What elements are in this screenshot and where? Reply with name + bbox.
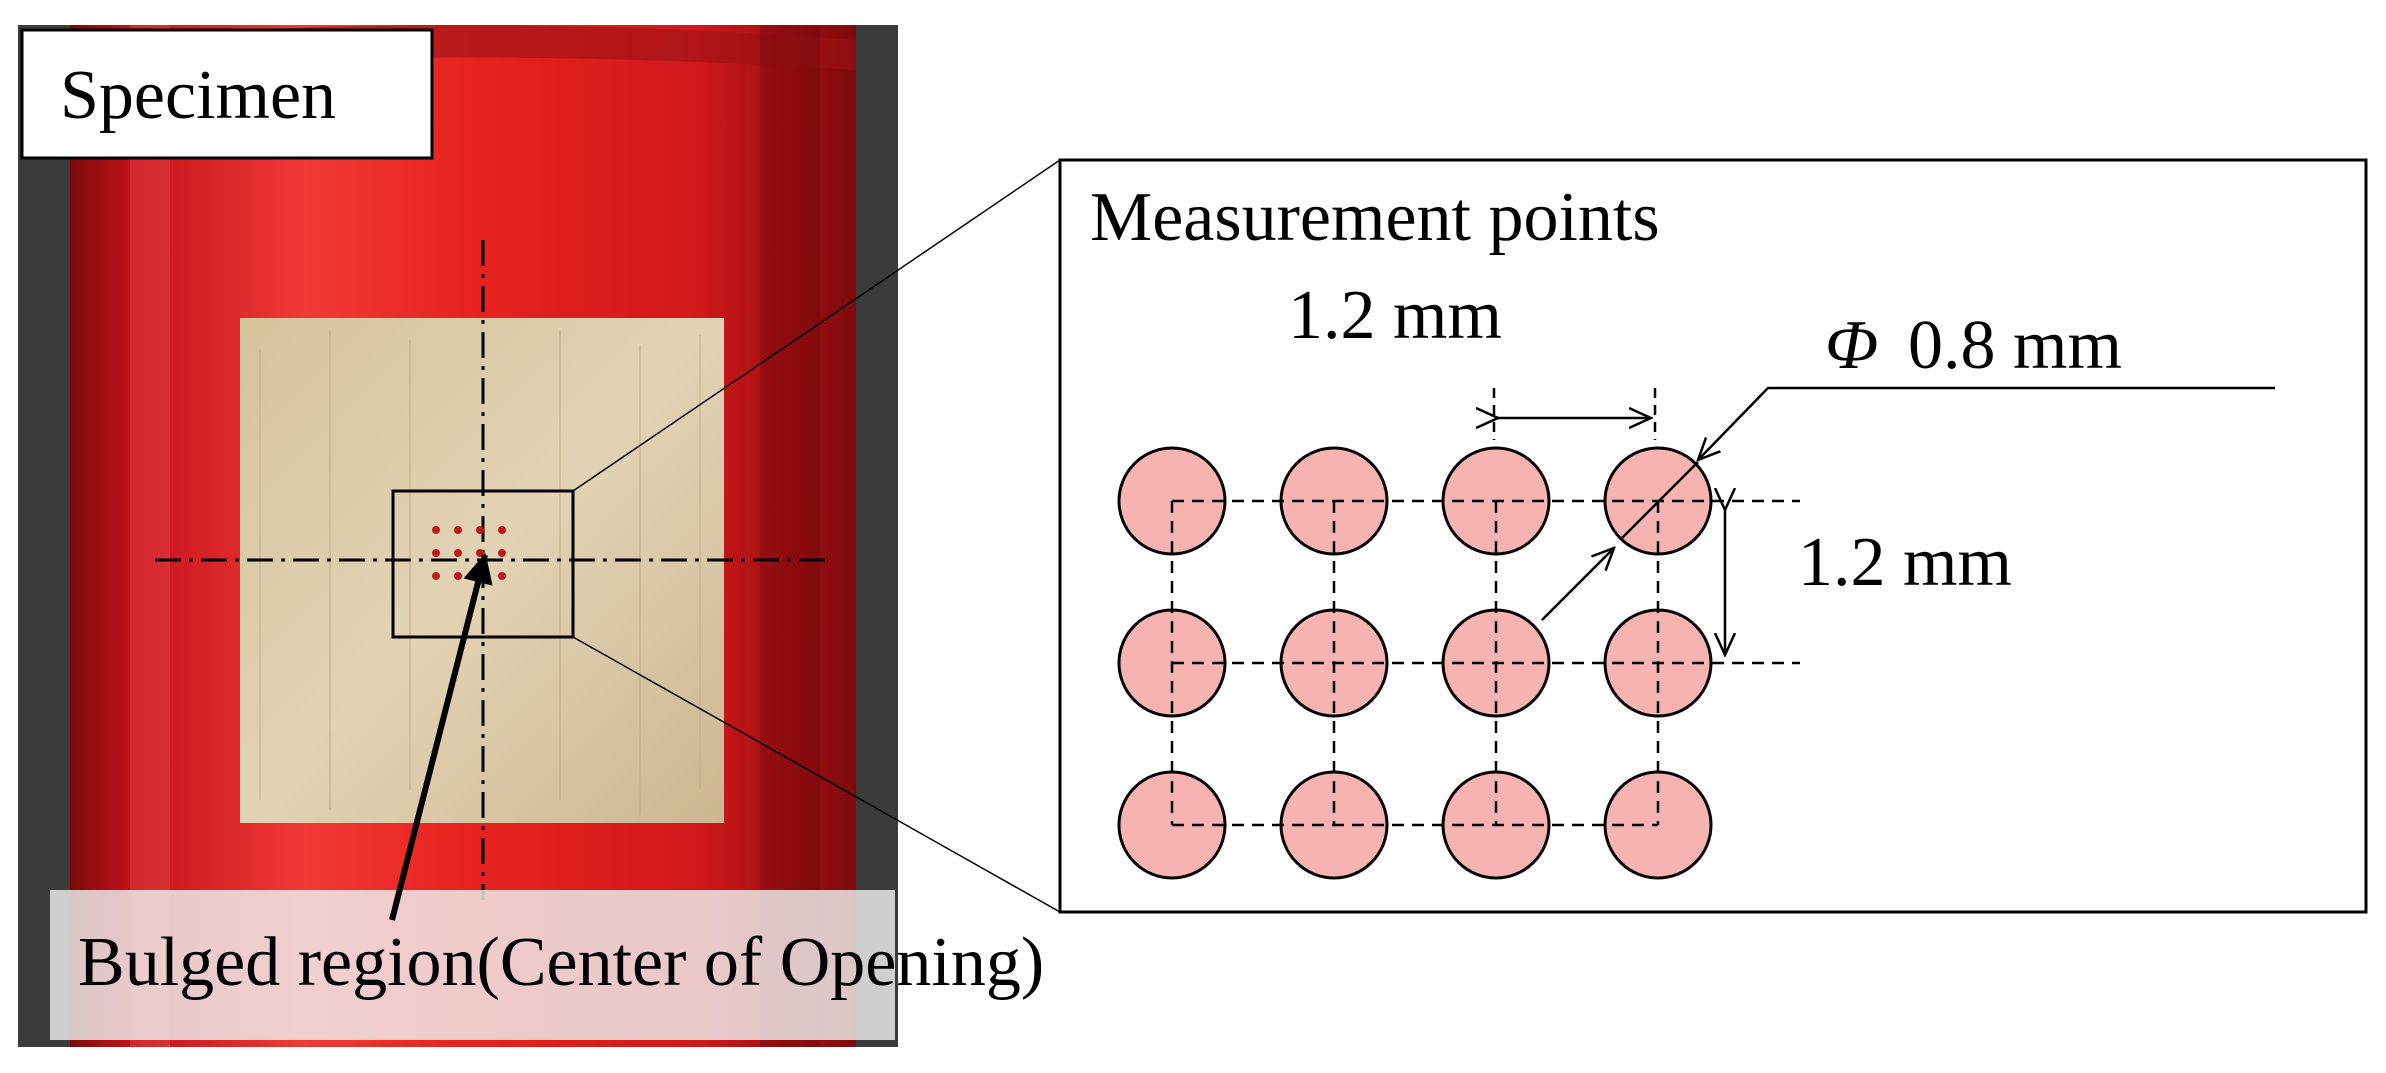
pipe-highlight (130, 25, 170, 1047)
diameter-symbol: Φ (1825, 307, 1878, 384)
specimen-label-box (20, 28, 434, 160)
caption-text: Bulged region(Center of Opening) (78, 924, 1044, 1001)
patch-texture (259, 330, 701, 815)
inset-frame (1058, 158, 2368, 914)
measurement-inset: Measurement points 1.2 mm Φ 0.8 mm 1.2 m… (1058, 158, 2368, 914)
photo-measurement-dot (454, 526, 462, 534)
photo-measurement-dot (498, 549, 506, 557)
vertical-spacing-label: 1.2 mm (1798, 524, 2012, 601)
photo-measurement-dots (432, 526, 506, 580)
inset-title: Measurement points (1090, 179, 1660, 256)
pipe-shadow (760, 25, 820, 1047)
photo-measurement-dot (432, 572, 440, 580)
photo-measurement-dot (432, 526, 440, 534)
photo-measurement-dot (498, 572, 506, 580)
photo-measurement-dot (432, 549, 440, 557)
caption-band (50, 890, 895, 1040)
zoom-line-bottom (572, 636, 1061, 913)
specimen-photo: Specimen Bulged region(Center of Opening… (18, 25, 1044, 1047)
specimen-label: Specimen (60, 57, 336, 134)
photo-measurement-dot (454, 572, 462, 580)
point-pointer-arrow (1541, 548, 1614, 621)
horizontal-spacing-label: 1.2 mm (1288, 277, 1502, 354)
zoom-line-top (572, 159, 1061, 492)
bulged-region-box (391, 489, 575, 639)
bulged-region-arrow (389, 553, 493, 921)
grid-dashed-lines (1170, 499, 1800, 827)
photo-measurement-dot (454, 549, 462, 557)
diameter-leader (1698, 386, 2275, 460)
photo-measurement-dot (498, 526, 506, 534)
photo-measurement-dot (476, 526, 484, 534)
diameter-label: 0.8 mm (1908, 307, 2122, 384)
